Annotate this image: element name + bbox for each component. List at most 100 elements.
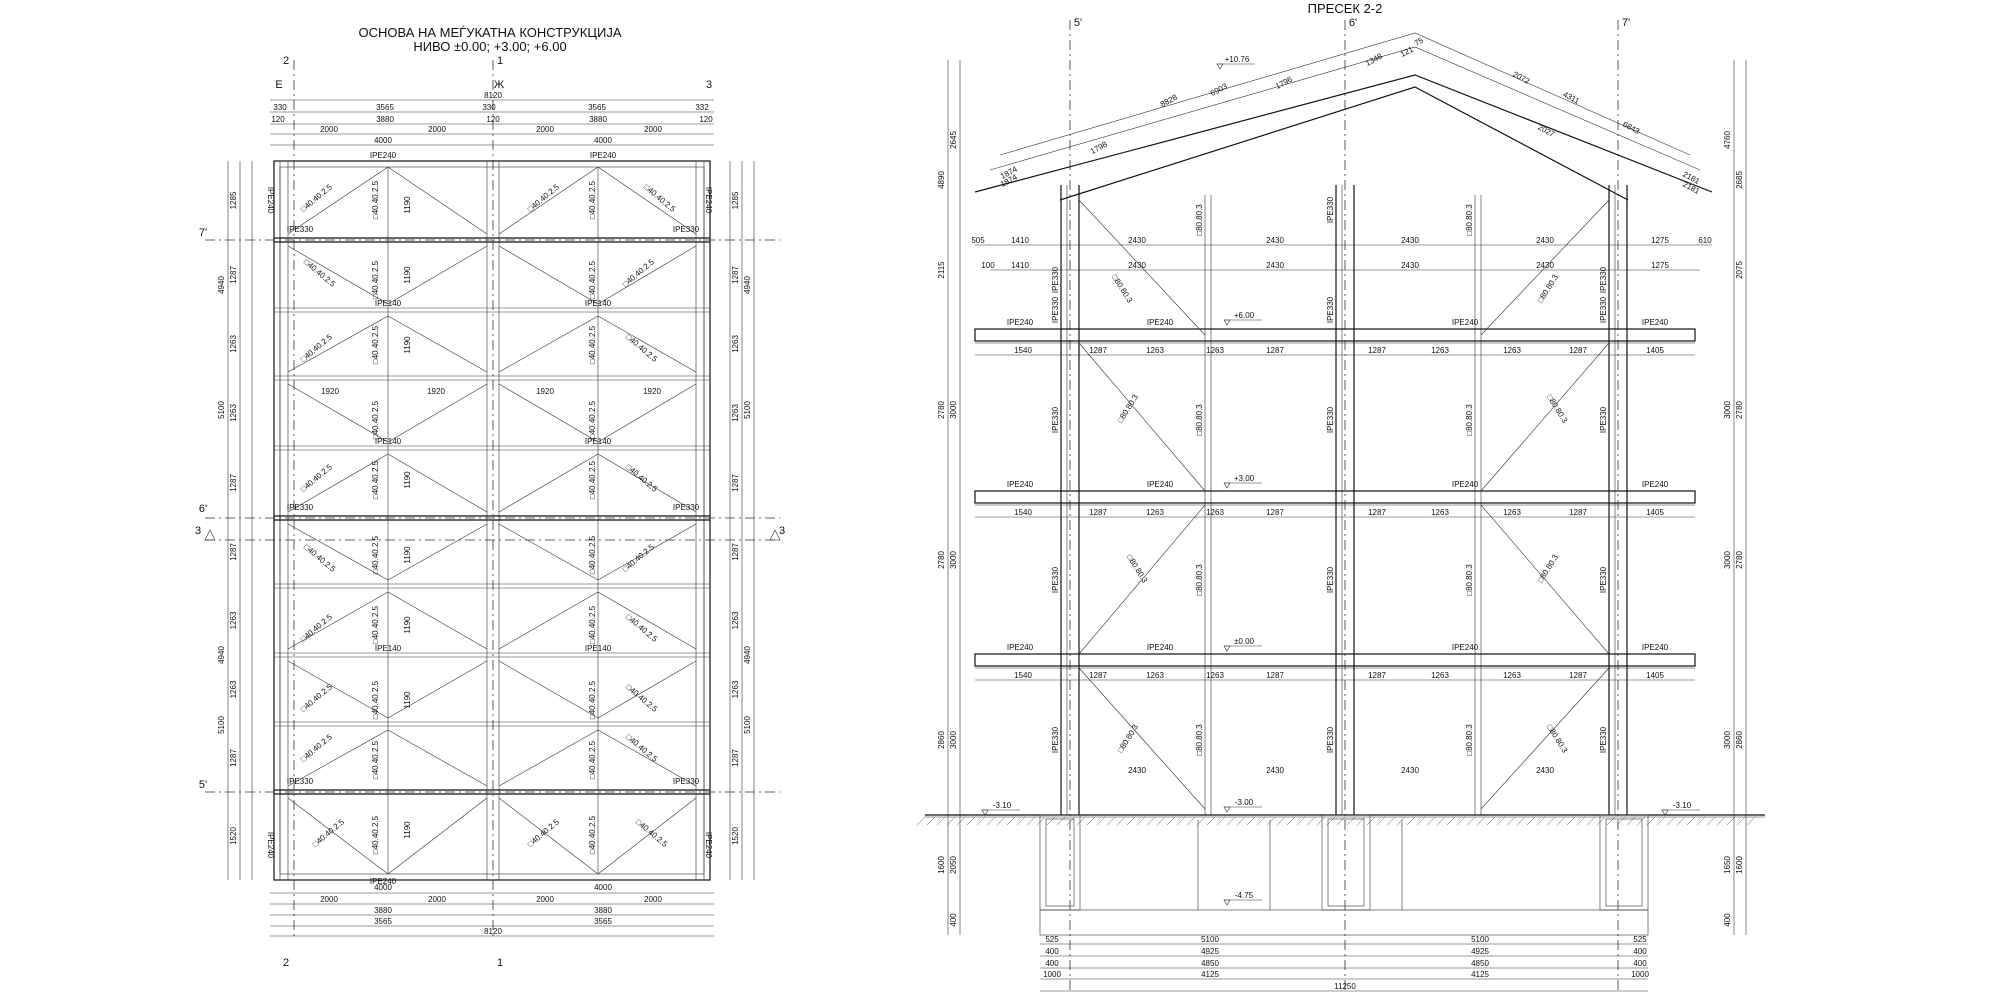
brace-label-vertical: □80.80.3 (1465, 204, 1474, 236)
brace (498, 383, 599, 443)
column-label: IPE330 (1051, 726, 1060, 753)
bay-dim: 2430 (1401, 261, 1419, 270)
axis-letter: Е (275, 79, 282, 91)
beam-label: IPE140 (375, 299, 402, 308)
ground-hatch (1296, 816, 1306, 826)
ground-hatch (1366, 816, 1376, 826)
ground-hatch (1166, 816, 1176, 826)
roof-dim-line (999, 32, 1691, 156)
brace (498, 315, 599, 373)
ground-hatch (1046, 816, 1056, 826)
top-dim: 3565 (376, 103, 394, 112)
top-dim: 3880 (376, 115, 394, 124)
top-dim: 4000 (594, 136, 612, 145)
roof-dim: 1796 (1274, 74, 1294, 91)
floor-dim: 1540 (1014, 508, 1032, 517)
brace (498, 660, 599, 719)
right-dim: 1263 (731, 611, 740, 629)
ground-hatch (1476, 816, 1486, 826)
brace-label: □40.40.2.5 (299, 462, 334, 494)
column-label: IPE330 (1326, 406, 1335, 433)
foundation-pier (1039, 814, 1081, 911)
mid-dim: 1920 (427, 387, 445, 396)
mid-col-dim: 1190 (403, 546, 412, 564)
brace-label-vertical: □40.40.2.5 (371, 460, 380, 499)
beam-label: IPE240 (370, 877, 397, 886)
beam-label: IPE240 (1452, 480, 1479, 489)
beam-label: IPE330 (673, 503, 700, 512)
brace (387, 591, 488, 650)
brace-label: □40.40.2.5 (302, 257, 337, 289)
floor-dim: 1263 (1206, 671, 1224, 680)
floor-dim: 1287 (1368, 508, 1386, 517)
brace (498, 523, 599, 581)
left-height-dim: 2115 (937, 261, 946, 279)
mid-col-dim: 1190 (403, 336, 412, 354)
brace-label: □80.80.3 (1116, 392, 1141, 424)
floor-dim: 1263 (1206, 508, 1224, 517)
bottom-dim: 1000 (1043, 970, 1061, 979)
right-total-dim: 5100 (743, 401, 752, 419)
brace (498, 245, 599, 305)
brace (597, 797, 697, 875)
ground-hatch (1676, 816, 1686, 826)
brace-label: □40.40.2.5 (634, 817, 669, 849)
left-dim: 1520 (229, 827, 238, 845)
left-dim: 1287 (229, 749, 238, 767)
brace-label: □80.80.3 (1545, 723, 1570, 755)
left-height-dim: 3000 (949, 731, 958, 749)
ground-hatch (1596, 816, 1606, 826)
foundation-pier-inner (1045, 818, 1075, 907)
bay-dim: 100 (981, 261, 995, 270)
beam-label-vertical: IPE240 (266, 832, 275, 859)
bottom-dim: 400 (1045, 959, 1059, 968)
ground-hatch (1186, 816, 1196, 826)
section-mark-right: 3 (779, 525, 785, 537)
brace (1078, 667, 1206, 810)
floor-dim: 1287 (1089, 671, 1107, 680)
floor-dim: 1287 (1368, 346, 1386, 355)
brace-label-vertical: □40.40.2.5 (588, 815, 597, 854)
brace (597, 453, 697, 513)
left-dim: 1263 (229, 611, 238, 629)
bottom-dim: 2000 (644, 895, 662, 904)
ground-hatch (1526, 816, 1536, 826)
ground-hatch (1666, 816, 1676, 826)
ground-hatch (1606, 816, 1616, 826)
brace-label-vertical: □40.40.2.5 (371, 180, 380, 219)
level-label: +6.00 (1234, 311, 1255, 320)
right-dim: 1520 (731, 827, 740, 845)
left-total-dim: 4940 (217, 276, 226, 294)
ground-hatch (996, 816, 1006, 826)
mid-dim: 1920 (643, 387, 661, 396)
bay-dim: 2430 (1401, 236, 1419, 245)
ground-hatch (1116, 816, 1126, 826)
brace-label: □80.80.3 (1536, 272, 1561, 304)
ground-hatch (1466, 816, 1476, 826)
top-dim: 120 (699, 115, 713, 124)
brace (387, 315, 488, 373)
ground-hatch (1356, 816, 1366, 826)
brace (387, 729, 488, 787)
brace (1480, 667, 1610, 810)
ground-hatch (1026, 816, 1036, 826)
brace-label-vertical: □80.80.3 (1195, 204, 1204, 236)
left-height-dim: 400 (949, 913, 958, 927)
bottom-dim: 4925 (1201, 947, 1219, 956)
brace (1078, 342, 1206, 492)
beam-label: IPE240 (590, 151, 617, 160)
brace-label: □40.40.2.5 (311, 817, 346, 849)
brace-label-vertical: □40.40.2.5 (588, 400, 597, 439)
top-dim: 2000 (428, 125, 446, 134)
ground-hatch (1646, 816, 1656, 826)
beam-label: IPE240 (370, 151, 397, 160)
brace-label: □80.80.3 (1125, 553, 1150, 585)
roof-dim: 2027 (1536, 123, 1556, 140)
brace (387, 660, 488, 719)
level-marker (1223, 319, 1231, 326)
bay-dim: 2430 (1266, 236, 1284, 245)
top-dim: 4000 (374, 136, 392, 145)
left-height-dim: 3000 (949, 401, 958, 419)
bay-dim: 1275 (1651, 261, 1669, 270)
roof-dim: 6843 (1621, 120, 1641, 137)
